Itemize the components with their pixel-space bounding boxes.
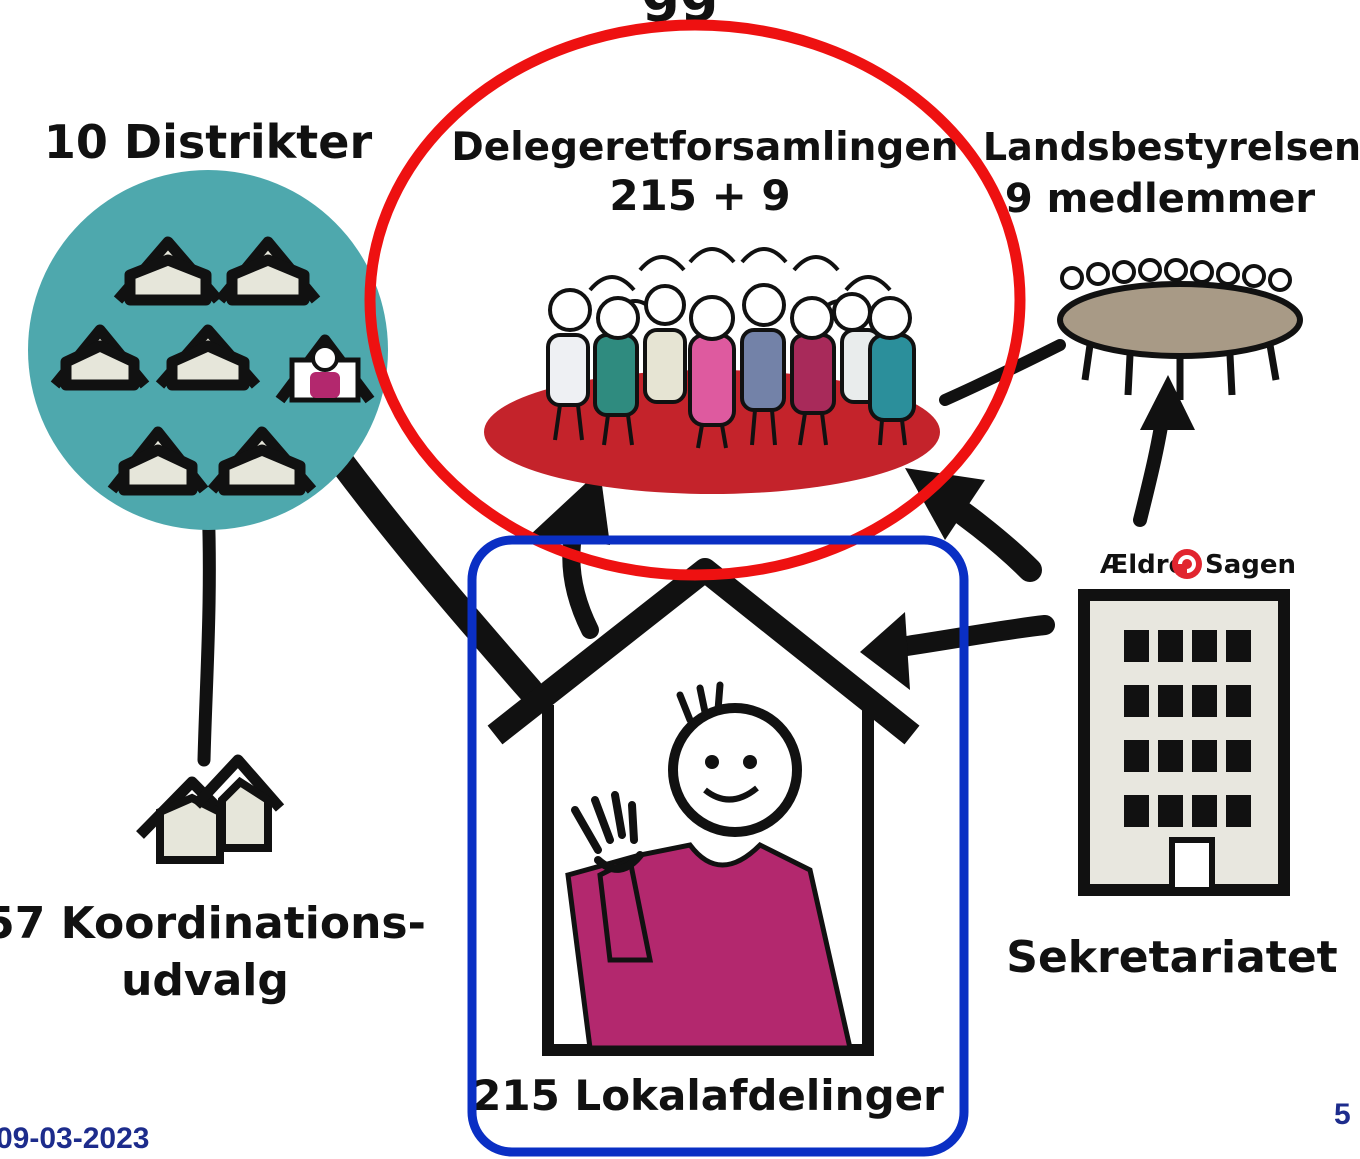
title-fragment: gg [641, 0, 718, 23]
district-to-committees-line [197, 493, 216, 767]
board-member-icon [1190, 260, 1214, 284]
eye-icon [705, 755, 719, 769]
committee-label-line1: 57 Koordinations- [0, 898, 426, 949]
board-member-icon [1268, 268, 1292, 292]
person-body-icon [310, 372, 340, 398]
committee-label-line2: udvalg [121, 955, 289, 1006]
board-table-legs [1081, 344, 1280, 400]
person-legs-icon [553, 404, 907, 449]
secretariat-node: Ældre Sagen [1078, 549, 1296, 896]
person-body-icon [740, 328, 786, 412]
crowd-people [546, 328, 916, 449]
assembly-highlight-ellipse [364, 19, 1026, 581]
arrow-heads [530, 375, 1195, 690]
smiling-face-icon [689, 295, 735, 341]
eye-icon [743, 755, 757, 769]
house-icon [118, 444, 198, 496]
building-windows [1124, 630, 1251, 827]
person-body-icon [643, 328, 687, 404]
assembly-label-line2: 215 + 9 [609, 171, 790, 220]
assembly-label-line1: Delegeretforsamlingen [451, 125, 958, 170]
house-icon [226, 254, 310, 306]
district-houses [50, 236, 321, 496]
logo-text-right: Sagen [1205, 550, 1296, 580]
arrow-head-local [860, 612, 910, 690]
board-member-icon [1164, 258, 1188, 282]
crowd-head-icon [638, 255, 686, 272]
waving-hand-icon [571, 791, 644, 873]
person-head-icon [311, 344, 339, 372]
crowd-faces [548, 283, 912, 341]
smiling-face-icon [548, 288, 592, 332]
board-node [1057, 258, 1303, 400]
smiling-face-icon [742, 283, 786, 327]
crowd-head-icon [740, 247, 788, 264]
person-body-icon [593, 333, 639, 417]
hair-icon [676, 681, 724, 724]
crowd-head-icon [844, 275, 892, 292]
person-body-icon [790, 333, 836, 415]
board-label-line2: 9 medlemmer [1005, 176, 1316, 222]
arrow-head-assembly-left [530, 470, 610, 545]
local-branch-node [487, 558, 920, 1056]
board-member-icon [1060, 266, 1084, 290]
district-node [28, 170, 388, 530]
smiling-face-icon [668, 703, 802, 837]
board-member-icon [1138, 258, 1162, 282]
smiling-face-icon [644, 284, 686, 326]
smile-icon [703, 785, 759, 803]
local-branch-highlight-box [467, 535, 969, 1157]
board-members [1060, 258, 1292, 292]
arrow-head-board [1140, 375, 1195, 430]
committee-node [136, 754, 285, 864]
logo-text-left: Ældre [1100, 550, 1186, 580]
crowd-head-icon [588, 275, 636, 292]
smiling-face-icon [832, 292, 872, 332]
board-member-icon [1216, 262, 1240, 286]
house-icon [166, 340, 250, 391]
board-member-icon [1242, 264, 1266, 288]
board-member-icon [1086, 262, 1110, 286]
board-label-line1: Landsbestyrelsen [983, 125, 1360, 169]
page-number: 5 [1334, 1098, 1351, 1131]
district-person-house [275, 334, 375, 404]
house-icon [124, 254, 212, 306]
person-body-icon [688, 333, 736, 427]
person-body-icon [546, 333, 590, 407]
board-table [1057, 281, 1303, 359]
person-body-icon [868, 333, 916, 422]
house-icon [60, 340, 140, 391]
building-door [1169, 837, 1215, 893]
arrow-head-assembly-right [905, 468, 985, 540]
house-icon [218, 444, 306, 496]
district-label: 10 Distrikter [44, 115, 373, 169]
house-icon [156, 793, 224, 864]
smiling-face-icon [790, 296, 834, 340]
crowd-head-icon [688, 247, 736, 264]
assembly-node [484, 247, 940, 494]
smiling-face-icon [868, 296, 912, 340]
crowd-head-icon [792, 255, 840, 272]
aeldre-sagen-logo-icon [1172, 549, 1202, 579]
house-icon [218, 776, 272, 852]
house-icon [191, 754, 285, 812]
local-branch-label: 215 Lokalafdelinger [472, 1071, 944, 1120]
district-to-local-line [327, 447, 543, 703]
footer-date: 09-03-2023 [0, 1122, 149, 1155]
board-member-icon [1112, 260, 1136, 284]
smiling-face-icon [596, 296, 640, 340]
secretariat-label: Sekretariatet [1006, 932, 1337, 983]
